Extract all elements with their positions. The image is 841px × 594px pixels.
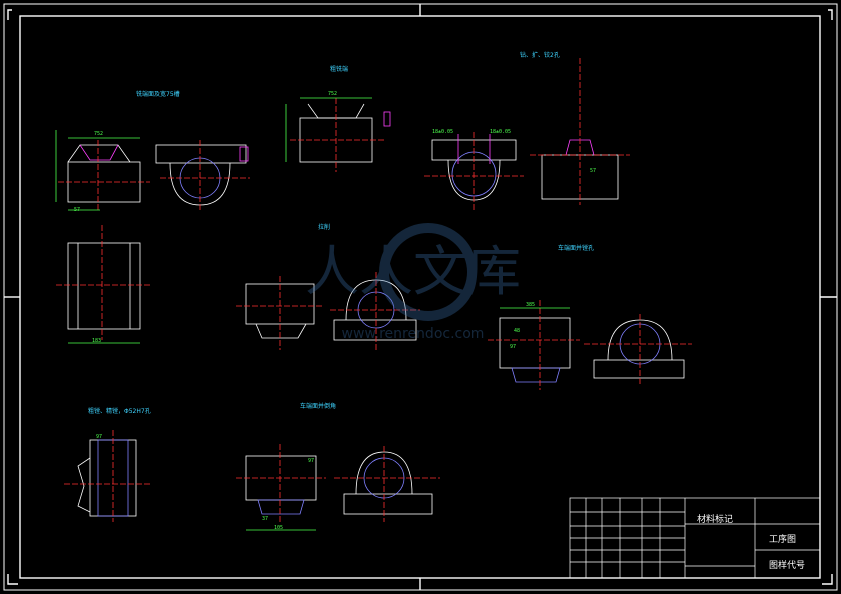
dim-18-b: 18±0.05 xyxy=(490,129,512,135)
dim-97-a: 97 xyxy=(510,344,517,350)
tb-process-drawing: 工序图 xyxy=(769,535,797,545)
title-block xyxy=(569,497,821,579)
view-4-block xyxy=(56,225,150,344)
title-view-3: 钻、扩、铰2孔 xyxy=(520,52,560,59)
tb-drawing-code: 图样代号 xyxy=(769,561,806,571)
dim-38: 385 xyxy=(526,302,536,308)
title-view-7: 粗镗、精镗，Φ52H7孔 xyxy=(88,408,151,415)
title-view-1: 铣端面及宽75槽 xyxy=(136,91,180,98)
dim-105: 105 xyxy=(274,525,284,531)
view-2 xyxy=(285,97,391,172)
dim-97-c: 97 xyxy=(308,458,315,464)
dim-183: 183 xyxy=(92,338,102,344)
centering-marks xyxy=(4,4,837,590)
dim-57-b: 57 xyxy=(590,168,597,174)
view-1-side xyxy=(155,140,250,212)
title-view-6: 车端面并倒角 xyxy=(300,403,337,410)
tb-material-mark: 材料标记 xyxy=(697,515,734,525)
dim-48: 48 xyxy=(514,328,521,334)
watermark-text: 人人文库 xyxy=(305,240,521,303)
dim-57-a: 57 xyxy=(74,207,81,213)
view-4-center xyxy=(236,272,420,350)
title-view-2: 粗铣端 xyxy=(330,66,349,73)
title-view-4: 拉削 xyxy=(318,224,331,231)
dim-37: 37 xyxy=(262,516,269,522)
view-6 xyxy=(236,444,440,531)
view-3-side xyxy=(530,58,630,205)
watermark-logo: 人人文库 www.renrendoc.com xyxy=(305,223,521,342)
watermark-sub: www.renrendoc.com xyxy=(342,326,485,342)
view-5 xyxy=(488,300,692,390)
view-1-front xyxy=(55,130,150,211)
view-3-front xyxy=(424,132,524,210)
dim-752-b: 752 xyxy=(328,91,338,97)
view-7 xyxy=(64,430,150,522)
dim-18-a: 18±0.05 xyxy=(432,129,454,135)
title-view-5: 车端面并镗孔 xyxy=(558,245,595,252)
dim-752-a: 752 xyxy=(94,131,104,137)
dim-97-b: 97 xyxy=(96,434,103,440)
